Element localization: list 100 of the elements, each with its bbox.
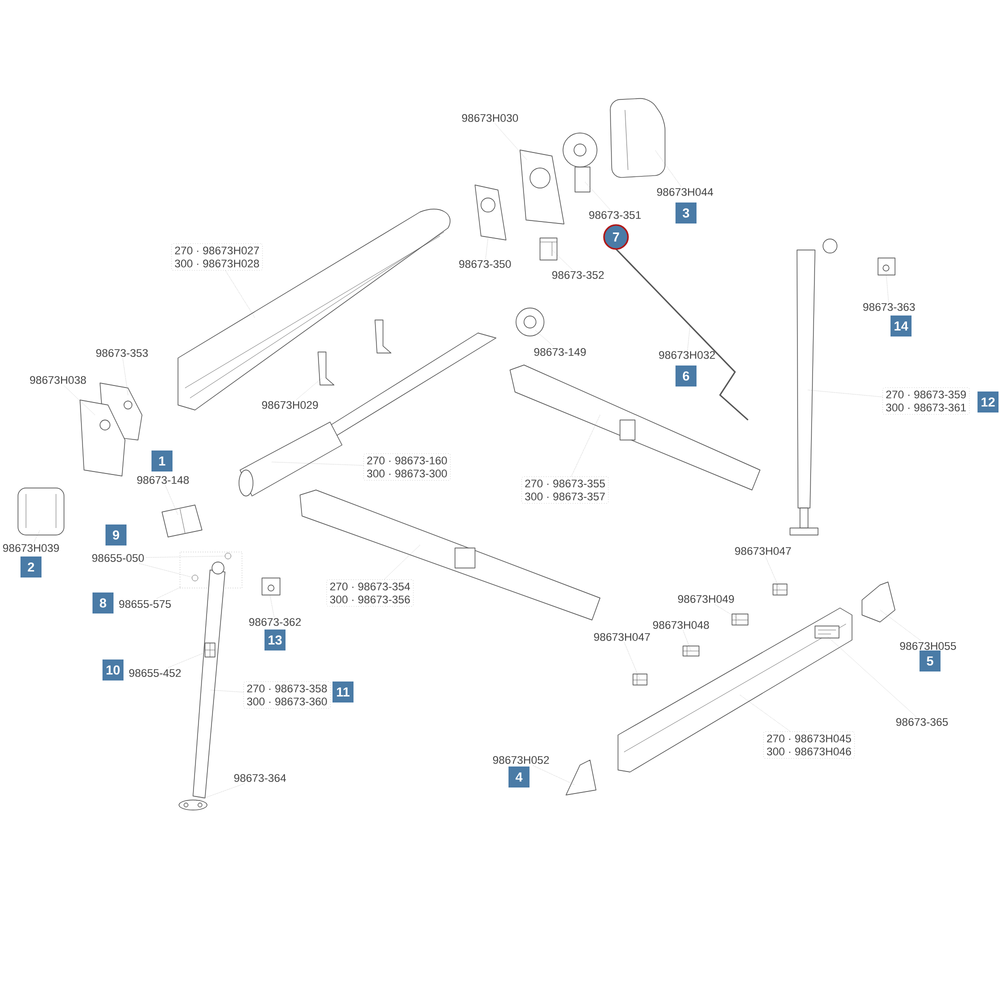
part-number: 98673-149 xyxy=(534,348,586,356)
part-number-box: 270 · 98673-359 300 · 98673-361 xyxy=(882,387,970,415)
leader-line xyxy=(156,586,182,599)
leader-line xyxy=(571,414,600,477)
part-number: 98673H030 xyxy=(462,114,518,122)
leader-line xyxy=(740,694,790,732)
leader-line xyxy=(765,556,780,590)
callout-number: 12 xyxy=(978,392,999,412)
part-number-box: 270 · 98673-358 300 · 98673-360 xyxy=(243,681,331,709)
housing-plate xyxy=(520,150,564,224)
leader-line xyxy=(210,690,244,692)
leader-line xyxy=(272,462,364,466)
leader-line xyxy=(34,530,40,543)
callout-number: 13 xyxy=(264,630,286,650)
sleeve xyxy=(540,238,558,260)
end-cap xyxy=(862,582,896,622)
leader-line xyxy=(225,270,256,318)
part-number-box: 270 · 98673-160 300 · 98673-300 xyxy=(363,453,451,481)
leader-line xyxy=(880,610,921,641)
callout-number: 10 xyxy=(102,660,124,680)
roller-tube xyxy=(238,332,496,496)
leader-line xyxy=(196,783,245,802)
leader-line xyxy=(552,250,572,270)
support-leg xyxy=(790,238,838,536)
part-number: 98673H048 xyxy=(653,621,709,629)
screw xyxy=(224,552,232,560)
part-number-box: 270 · 98673-354 300 · 98673-356 xyxy=(326,579,414,607)
leader-line xyxy=(270,594,274,617)
side-plate xyxy=(474,184,506,240)
part-number: 98673-350 xyxy=(459,260,511,268)
knob xyxy=(204,642,216,658)
foot-plate xyxy=(178,800,208,810)
callout-number: 3 xyxy=(676,202,696,224)
callout-number: 1 xyxy=(152,450,172,472)
leader-line xyxy=(624,642,640,680)
callout-number: 11 xyxy=(332,682,354,702)
label-plate xyxy=(814,626,840,638)
part-number-box: 270 · 98673H027 300 · 98673H028 xyxy=(171,243,263,271)
support-arm xyxy=(510,364,760,490)
side-plate xyxy=(80,400,126,476)
grouping-frame xyxy=(180,552,242,588)
mounting-bracket xyxy=(318,352,334,386)
leader-line xyxy=(687,326,690,350)
crank-handle xyxy=(614,248,748,421)
leader-line xyxy=(826,636,916,717)
callout-number: 4 xyxy=(508,766,530,788)
leader-line xyxy=(532,765,576,786)
part-number: 98673-363 xyxy=(863,303,915,311)
leader-line xyxy=(714,604,740,620)
support-leg xyxy=(192,562,226,798)
callout-number: 6 xyxy=(676,366,696,386)
part-number: 98673H049 xyxy=(678,595,734,603)
leader-line xyxy=(139,563,192,578)
part-number: 98673H029 xyxy=(262,401,318,409)
leader-line xyxy=(146,556,225,558)
callout-number: 5 xyxy=(920,650,941,672)
part-number: 98673H039 xyxy=(3,544,59,552)
part-number-box: 270 · 98673H045 300 · 98673H046 xyxy=(763,731,855,759)
small-bracket xyxy=(262,578,280,596)
callout-number: 7 xyxy=(603,224,629,250)
leader-line xyxy=(296,378,322,400)
clip xyxy=(772,584,788,596)
part-number: 98673H047 xyxy=(735,547,791,555)
leader-line xyxy=(64,385,96,416)
part-number: 98655-452 xyxy=(129,669,181,677)
part-number: 98655-575 xyxy=(119,600,171,608)
gear-drive xyxy=(562,132,598,192)
part-number: 98673H055 xyxy=(900,642,956,650)
bushing xyxy=(516,308,544,336)
leader-line xyxy=(168,652,206,668)
part-number: 98673H052 xyxy=(493,756,549,764)
leader-line xyxy=(384,544,420,580)
end-cap xyxy=(566,760,596,796)
part-number: 98673H047 xyxy=(594,633,650,641)
part-number: 98673-365 xyxy=(896,718,948,726)
callout-number: 8 xyxy=(92,592,114,614)
clip xyxy=(682,646,700,656)
leader-line xyxy=(165,485,178,516)
callout-number: 2 xyxy=(20,556,42,578)
leader-line xyxy=(808,390,883,398)
part-number: 98673-352 xyxy=(552,271,604,279)
part-number: 98655-050 xyxy=(92,554,144,562)
leader-line xyxy=(886,272,889,302)
leader-line xyxy=(122,358,128,396)
part-number: 98673H038 xyxy=(30,376,86,384)
leader-line xyxy=(485,238,488,259)
clip xyxy=(732,614,748,626)
small-bracket xyxy=(878,258,896,276)
part-number-box: 270 · 98673-355 300 · 98673-357 xyxy=(521,476,609,504)
bushing xyxy=(162,504,202,538)
part-number: 98673H044 xyxy=(657,188,714,196)
part-number: 98673-364 xyxy=(234,774,286,782)
part-number: 98673-362 xyxy=(249,618,301,626)
clip xyxy=(632,674,648,686)
part-number: 98673-353 xyxy=(96,349,148,357)
callout-number: 9 xyxy=(106,524,126,546)
leader-line xyxy=(654,150,682,187)
leader-line xyxy=(682,630,692,652)
leader-line xyxy=(494,123,528,160)
leader-line xyxy=(534,330,554,347)
